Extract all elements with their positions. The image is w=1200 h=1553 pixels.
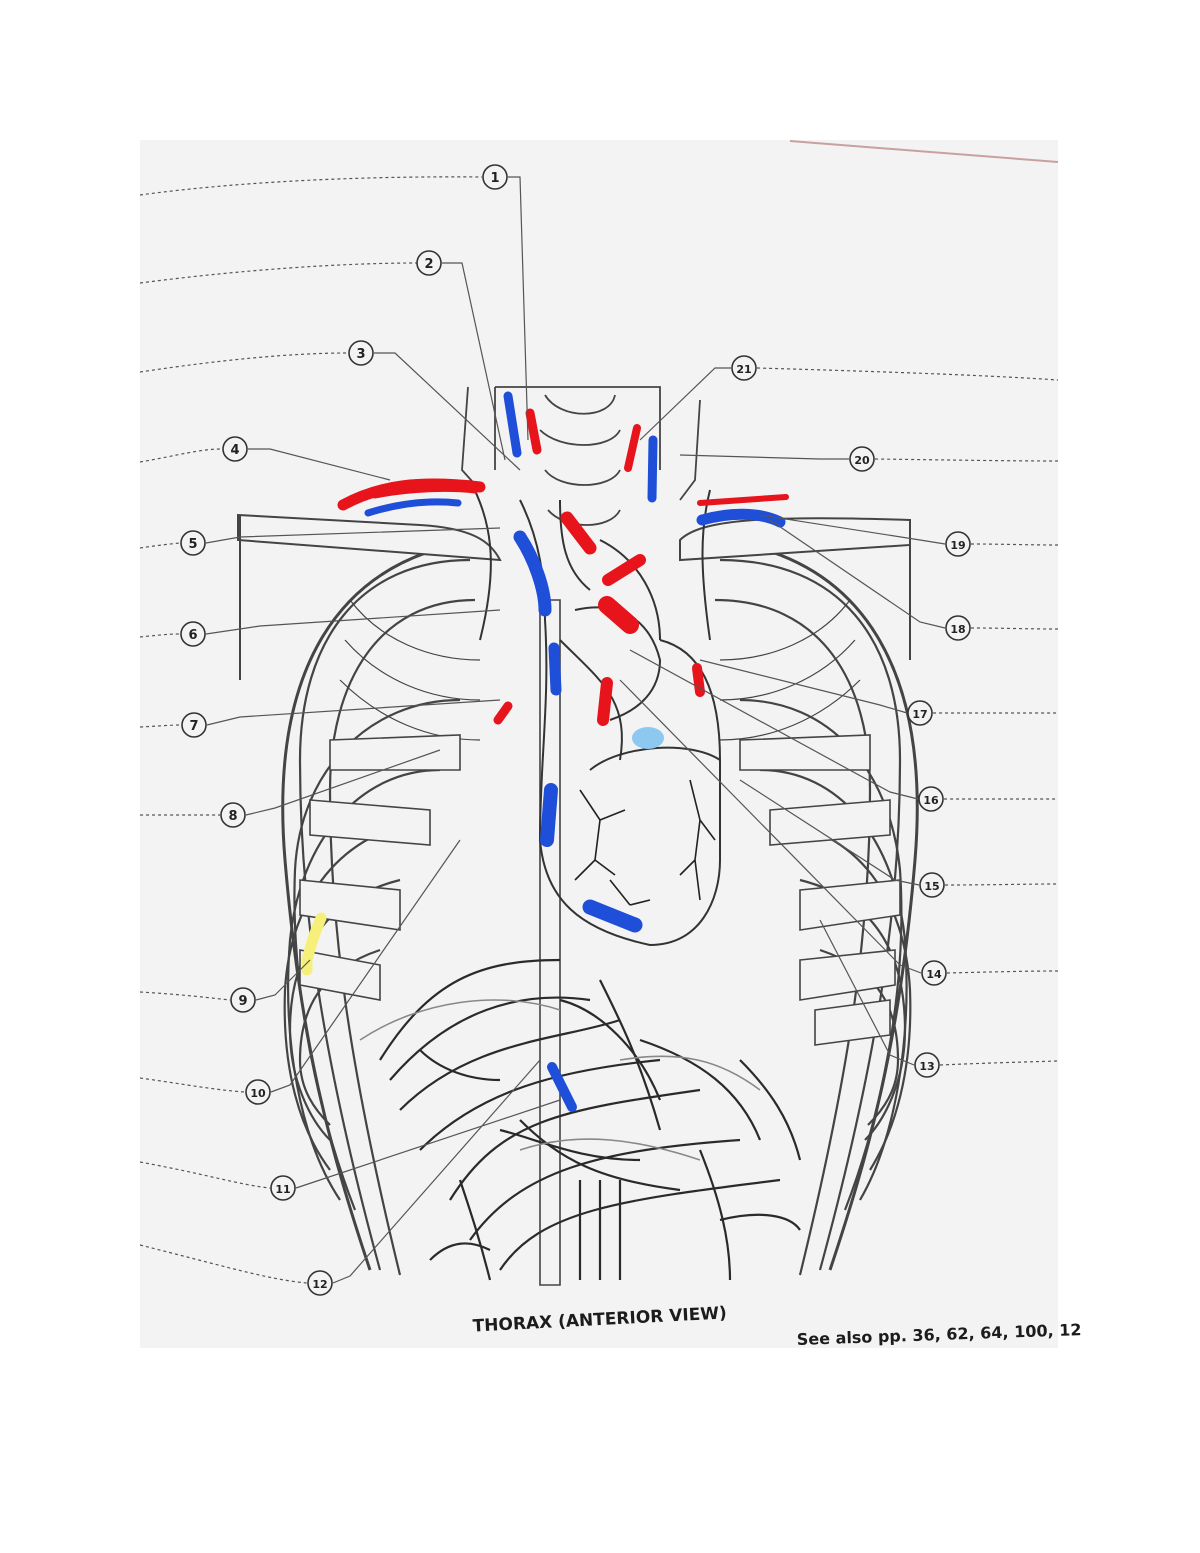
blue-mark-brachiocephalic-vein: [513, 530, 552, 617]
right-callout-lines: [619, 367, 1059, 1066]
light-blue-mark: [632, 727, 664, 749]
red-mark-neck-left: [525, 408, 542, 455]
photographed-page: [140, 140, 1058, 1348]
callout-3: 3: [356, 347, 365, 362]
callout-21: 21: [736, 363, 751, 376]
abdominal-tangle: [379, 958, 802, 1281]
red-mark-neck-right: [624, 424, 641, 472]
red-mark-left-subclavian: [337, 478, 486, 511]
callout-7: 7: [189, 719, 198, 734]
callout-9: 9: [238, 994, 247, 1009]
callout-12: 12: [312, 1278, 327, 1291]
callout-4: 4: [230, 443, 239, 458]
callout-2: 2: [424, 257, 433, 272]
callout-20: 20: [854, 454, 870, 467]
callout-19: 19: [950, 539, 965, 552]
callout-14: 14: [926, 968, 942, 981]
neck-structures: [461, 386, 701, 526]
red-mark-left-subclavian-lower: [371, 484, 479, 499]
blue-mark-right-atrium: [540, 783, 558, 847]
callout-15: 15: [924, 880, 939, 893]
red-mark-pulmonary-left: [493, 701, 513, 725]
blue-mark-svc: [548, 642, 562, 696]
callout-6: 6: [188, 628, 197, 643]
yellow-nerve-mark: [301, 912, 327, 976]
callout-16: 16: [923, 794, 939, 807]
blue-vein-marks: [364, 391, 786, 1112]
red-mark-aortic-arch: [598, 596, 639, 634]
clavicles: [237, 513, 911, 680]
abdominal-tangle-light: [359, 999, 761, 1161]
callout-1: 1: [490, 171, 499, 186]
blue-mark-left-subclavian-vein: [364, 498, 462, 517]
rib-cage: [281, 538, 919, 1286]
left-callout-lines: [139, 176, 561, 1284]
callout-5: 5: [188, 537, 197, 552]
red-artery-marks: [337, 408, 789, 726]
coronary-branches: [574, 779, 716, 906]
callout-11: 11: [275, 1183, 290, 1196]
page-top-edge: [789, 140, 1059, 163]
blue-mark-neck-left: [503, 391, 522, 458]
callout-8: 8: [228, 809, 237, 824]
callout-17: 17: [912, 708, 927, 721]
blue-mark-ivc-heart: [582, 899, 643, 933]
callout-10: 10: [250, 1087, 266, 1100]
figure-caption: THORAX (ANTERIOR VIEW): [472, 1303, 727, 1336]
red-mark-brachiocephalic: [560, 511, 597, 555]
callout-18: 18: [950, 623, 965, 636]
see-also-reference: See also pp. 36, 62, 64, 100, 12: [796, 1320, 1081, 1349]
red-mark-ascending-aorta: [597, 677, 613, 726]
blue-mark-right-subclavian-vein: [696, 508, 786, 528]
blue-mark-neck-right: [647, 435, 658, 503]
red-mark-arch-upper: [602, 554, 646, 586]
red-mark-right-subclavian: [697, 494, 789, 506]
callout-circles: [180, 164, 971, 1296]
callout-13: 13: [919, 1060, 934, 1073]
callout-numbers: 1 2 3 4 5 6 7 8 9 10 11 12 21 20 19 18 1…: [188, 171, 965, 1291]
blue-mark-ivc-abdomen: [547, 1062, 577, 1112]
